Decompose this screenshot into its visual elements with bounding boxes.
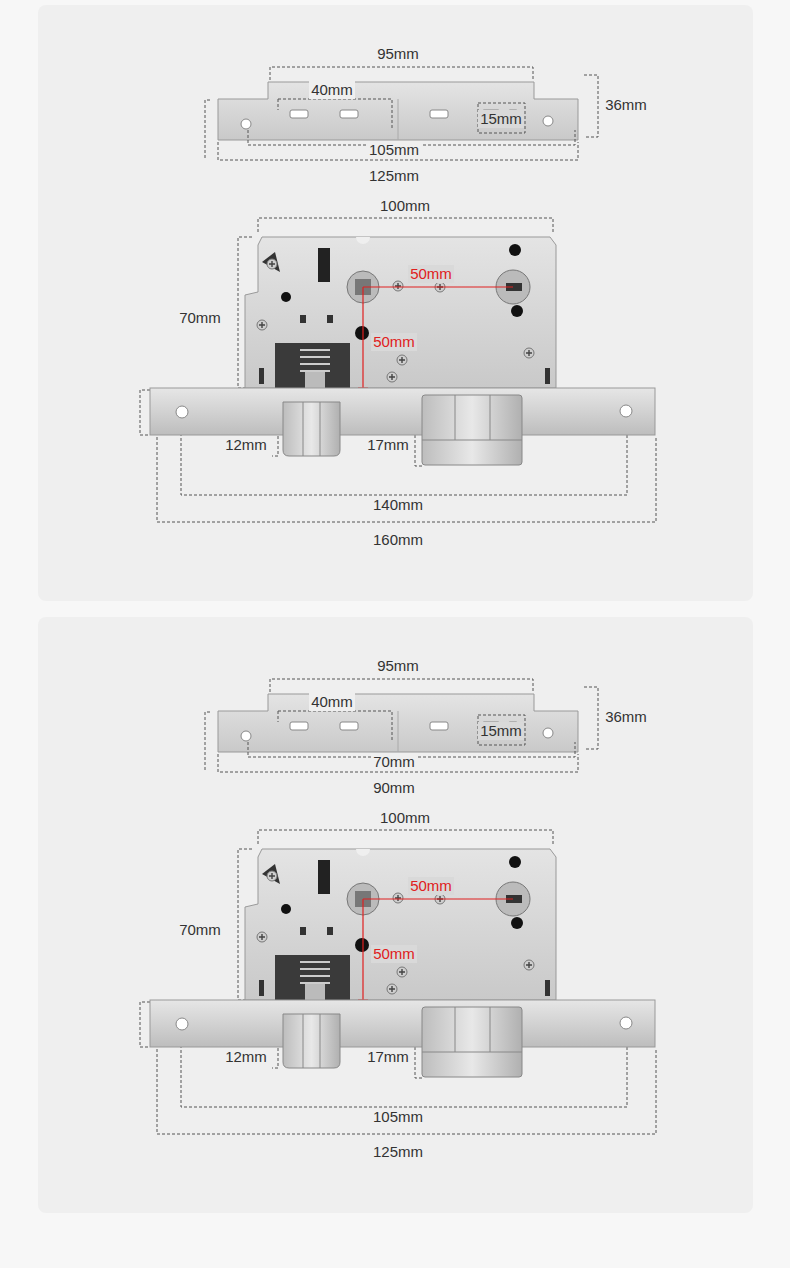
dimension-label: 90mm [371, 779, 417, 797]
dimension-label: 12mm [223, 436, 269, 454]
dimension-label: 125mm [367, 167, 421, 185]
dimension-label: 125mm [371, 1143, 425, 1161]
dimension-label: 140mm [371, 496, 425, 514]
dimension-label: 105mm [371, 1108, 425, 1126]
dimension-label: 50mm [371, 945, 417, 963]
dimension-label: 12mm [223, 1048, 269, 1066]
dimension-label: 70mm [371, 753, 417, 771]
dimension-label: 95mm [375, 657, 421, 675]
dimension-label: 15mm [478, 722, 524, 740]
dimension-label: 40mm [309, 693, 355, 711]
dimension-label: 40mm [309, 81, 355, 99]
dimension-label: 160mm [371, 531, 425, 549]
panel-2 [38, 617, 753, 1213]
dimension-label: 95mm [375, 45, 421, 63]
dimension-label: 15mm [478, 110, 524, 128]
dimension-label: 17mm [365, 436, 411, 454]
panel-1 [38, 5, 753, 601]
dimension-label: 50mm [371, 333, 417, 351]
dimension-label: 105mm [367, 141, 421, 159]
dimension-label: 36mm [603, 96, 649, 114]
dimension-label: 70mm [177, 921, 223, 939]
dimension-label: 50mm [408, 877, 454, 895]
dimension-label: 100mm [378, 809, 432, 827]
dimension-label: 36mm [603, 708, 649, 726]
dimension-label: 100mm [378, 197, 432, 215]
dimension-label: 50mm [408, 265, 454, 283]
dimension-label: 17mm [365, 1048, 411, 1066]
dimension-label: 70mm [177, 309, 223, 327]
